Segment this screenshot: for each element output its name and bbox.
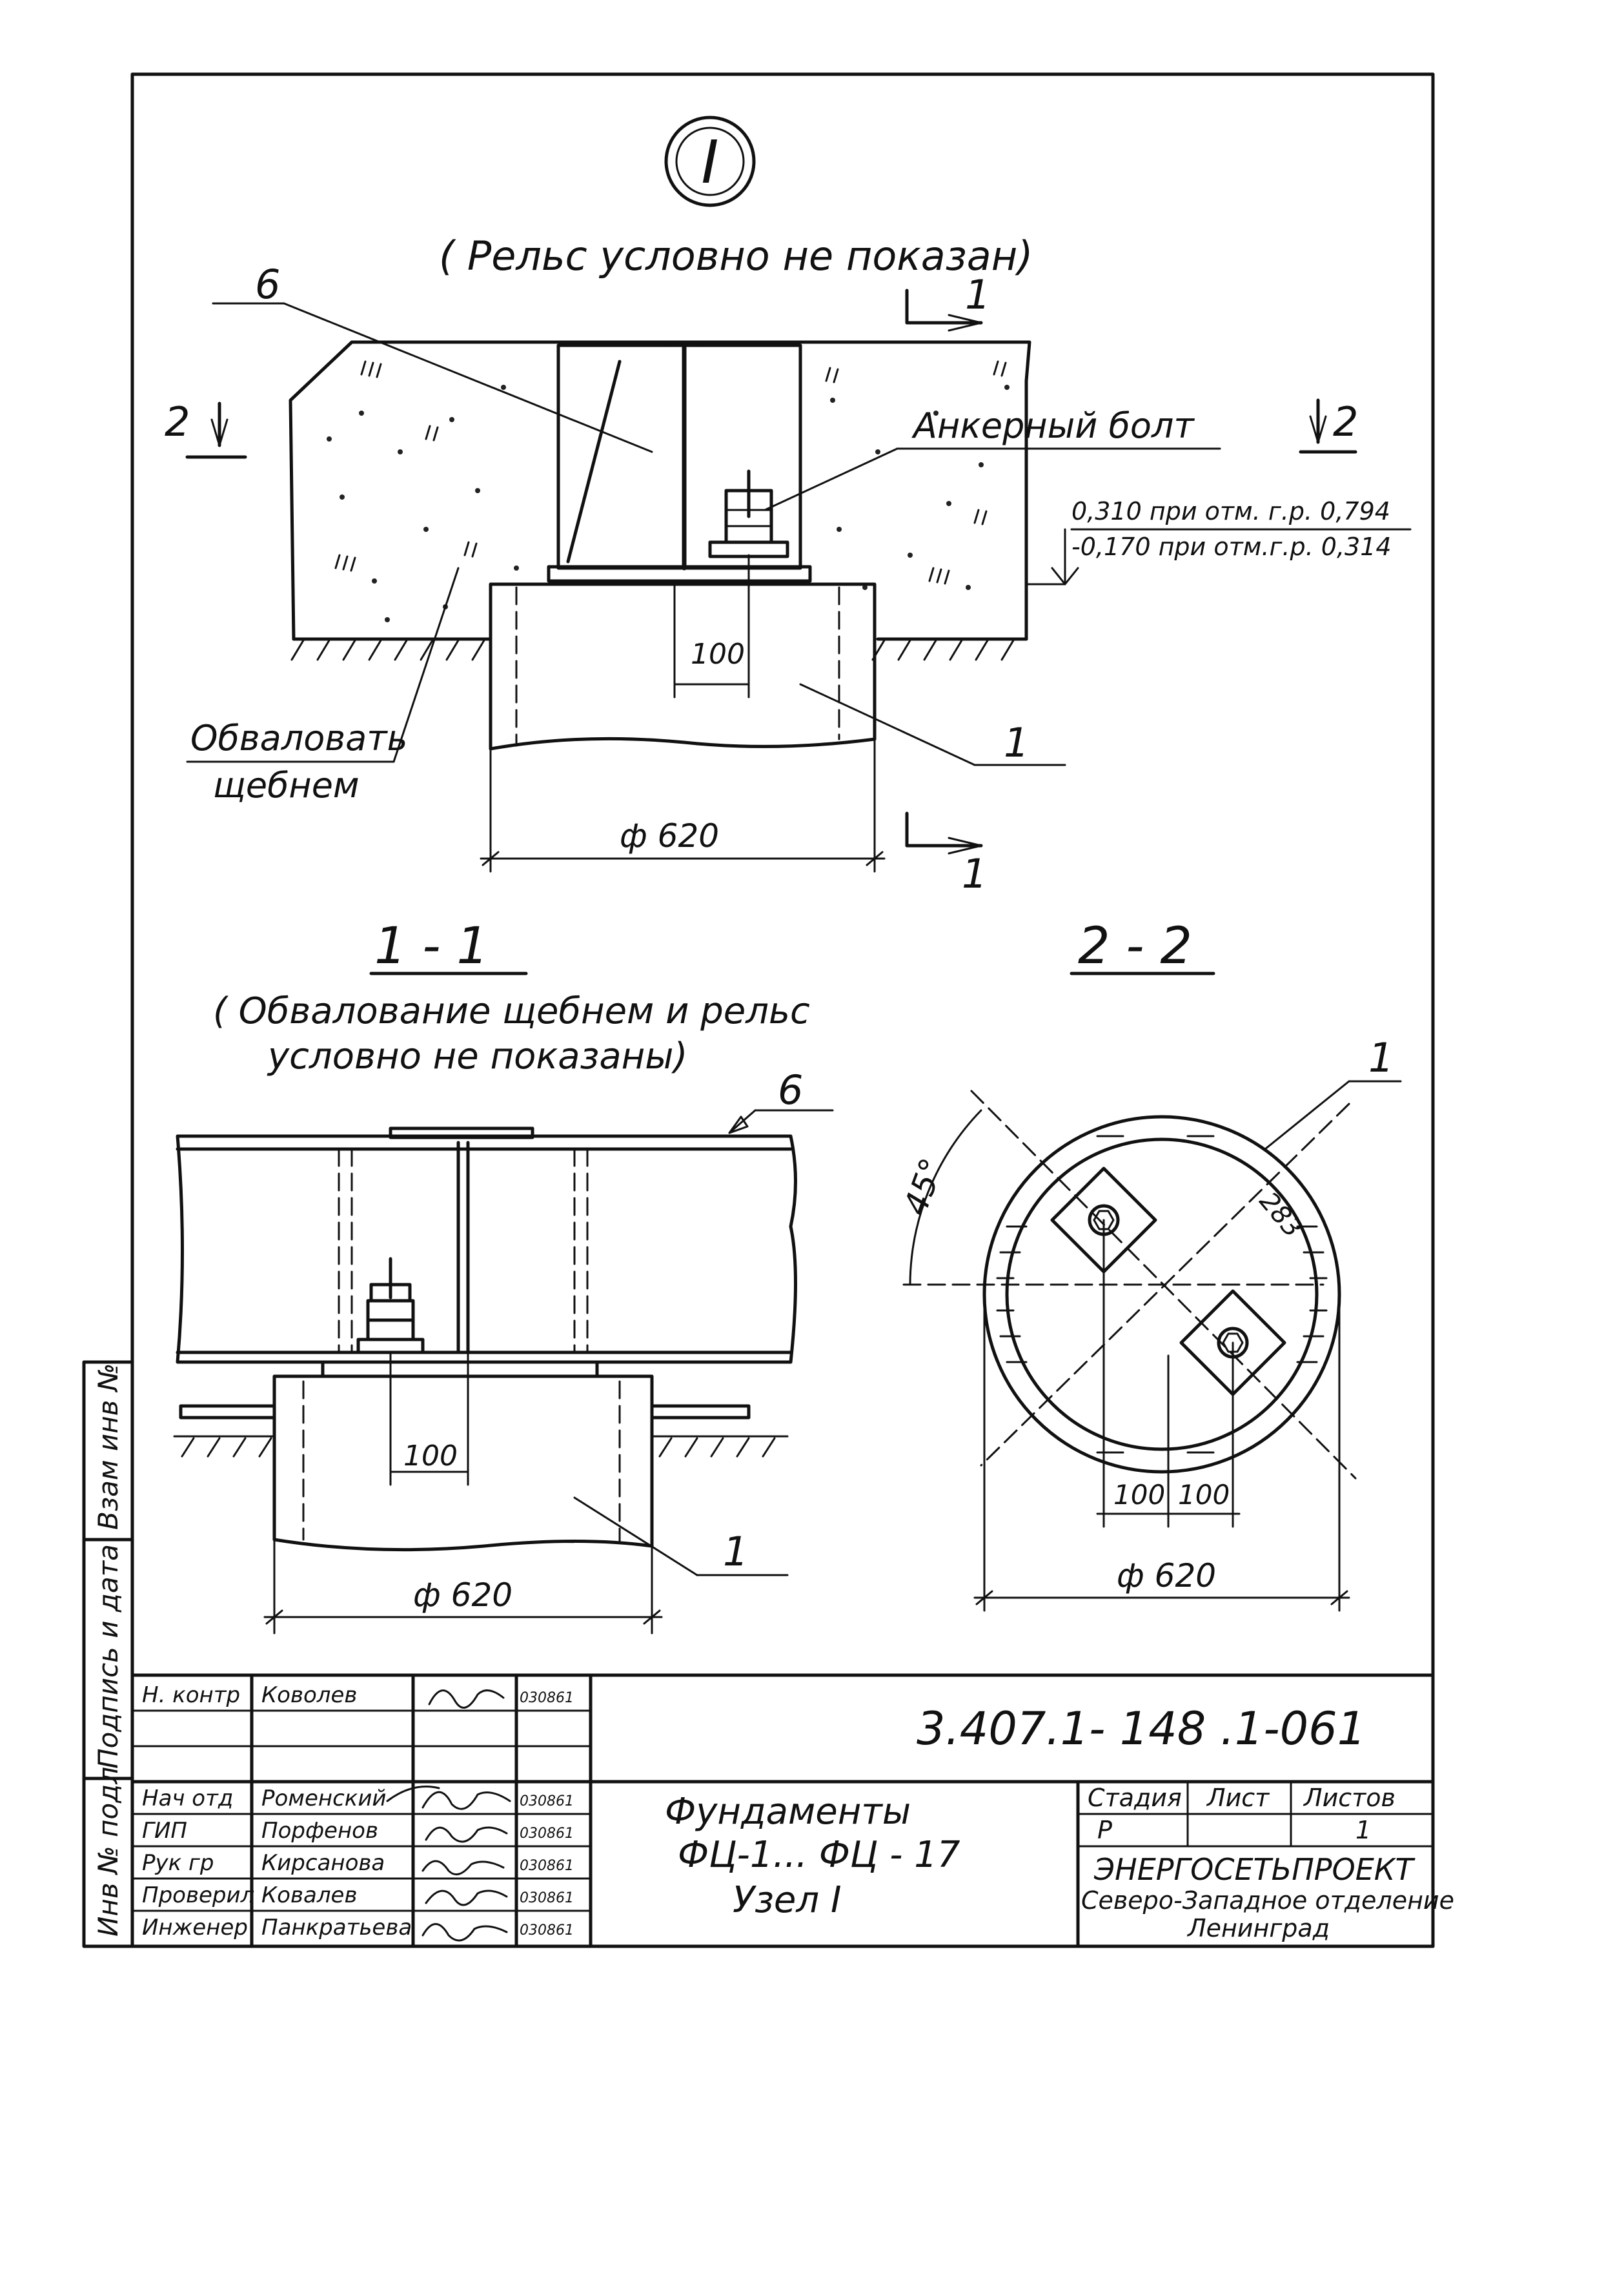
- elevation-1: 0,310 при отм. г.р. 0,794: [1071, 497, 1390, 525]
- row-name: Коволев: [261, 1682, 357, 1708]
- row-role: Проверил: [142, 1882, 254, 1908]
- row-date: 030861: [520, 1826, 574, 1842]
- gravel-embankment-outline: [289, 340, 1031, 641]
- section-1-1-callout-6: 6: [778, 1066, 803, 1114]
- section-1-1-note-line1: ( Обвалование щебнем и рельс: [213, 990, 810, 1032]
- main-view-note: ( Рельс условно не показан): [439, 232, 1033, 280]
- angle-arc: [909, 1109, 982, 1286]
- ground-hatch: [290, 638, 1015, 661]
- row-date: 030861: [520, 1890, 574, 1906]
- side-stamp: Взам инв № Подпись и дата Инв № подл: [82, 1360, 134, 1948]
- section-1-1-anchor-bolt: [356, 1257, 425, 1354]
- section-1-1-ground: [173, 1404, 789, 1458]
- section-2-2-dim-100: 100 100: [1096, 1219, 1241, 1528]
- fill-note-line1: Обваловать: [190, 718, 407, 759]
- section-1-1-dim-100: 100: [389, 1351, 469, 1486]
- title-line-1: Фундаменты: [665, 1791, 911, 1833]
- sheet-header: Лист: [1206, 1784, 1270, 1812]
- svg-text:2: 2: [1333, 398, 1358, 445]
- callout-6-main: 6: [255, 261, 280, 308]
- svg-text:100: 100: [691, 638, 745, 671]
- svg-text:1: 1: [962, 850, 987, 897]
- section-1-1-note-line2: условно не показаны): [267, 1035, 687, 1077]
- dim-100-main: 100: [673, 554, 750, 698]
- pipe-outer-circle: [982, 1115, 1341, 1474]
- side-stamp-cell-2: Подпись и дата: [92, 1544, 124, 1769]
- stage-value: Р: [1097, 1816, 1112, 1844]
- section-1-1-beam: [176, 1126, 797, 1364]
- row-role: Рук гр: [142, 1850, 214, 1876]
- row-role: Нач отд: [142, 1786, 233, 1811]
- section-1-1-title: 1 - 1: [374, 917, 489, 975]
- elevation-marks: 0,310 при отм. г.р. 0,794 -0,170 при отм…: [1025, 497, 1412, 586]
- row-name: Роменский: [261, 1786, 387, 1811]
- section-1-1: 1 - 1 ( Обвалование щебнем и рельс услов…: [173, 917, 834, 1635]
- pipe-inner-circle: [1005, 1137, 1319, 1451]
- stage-header: Стадия: [1088, 1784, 1182, 1812]
- sheets-value: 1: [1355, 1816, 1371, 1844]
- sheets-header: Листов: [1303, 1784, 1396, 1812]
- title-block-rows: Н. контр Коволев 030861 Нач отд Роменски…: [142, 1682, 574, 1940]
- row-name: Порфенов: [261, 1818, 378, 1844]
- anchor-bolt-label: Анкерный болт: [911, 405, 1195, 446]
- title-line-3: Узел I: [733, 1879, 841, 1921]
- row-name: Ковалев: [261, 1882, 358, 1908]
- row-date: 030861: [520, 1858, 574, 1874]
- section-1-1-callout-1: 1: [723, 1528, 748, 1575]
- dim-diameter-main: ф 620: [480, 738, 886, 873]
- detail-mark-label: I: [701, 128, 718, 197]
- document-code: 3.407.1- 148 .1-061: [917, 1702, 1366, 1755]
- section-mark-1-top: 1: [905, 271, 990, 332]
- callout-1-main: 1: [1004, 719, 1029, 766]
- org-line-2: Северо-Западное отделение: [1081, 1886, 1454, 1915]
- section-1-1-foundation-pipe: [272, 1374, 654, 1552]
- section-mark-2-right: 2: [1299, 398, 1358, 454]
- title-line-2: ФЦ-1... ФЦ - 17: [678, 1834, 960, 1876]
- svg-text:ф 620: ф 620: [1117, 1557, 1216, 1594]
- handwritten-signatures: [386, 1689, 511, 1942]
- org-line-1: ЭНЕРГОСЕТЬПРОЕКТ: [1093, 1852, 1416, 1887]
- row-date: 030861: [520, 1922, 574, 1939]
- row-role: Н. контр: [142, 1682, 240, 1708]
- section-2-2-callout-1: 1: [1368, 1034, 1394, 1081]
- section-mark-2-left: 2: [165, 398, 247, 459]
- row-date: 030861: [520, 1690, 574, 1706]
- section-2-2-dim-diameter: ф 620: [973, 1296, 1350, 1612]
- side-stamp-cell-3: Инв № подл: [92, 1767, 124, 1937]
- section-1-1-dim-diameter: ф 620: [263, 1538, 663, 1635]
- org-line-3: Ленинград: [1186, 1914, 1330, 1942]
- svg-text:ф 620: ф 620: [620, 817, 719, 855]
- angle-label: 45°: [897, 1154, 951, 1220]
- section-2-2-title: 2 - 2: [1078, 917, 1192, 975]
- row-name: Кирсанова: [261, 1850, 385, 1876]
- svg-text:100: 100: [1113, 1479, 1165, 1511]
- anchor-bolt: [708, 469, 789, 558]
- gravel-stipple: [327, 360, 1010, 622]
- svg-text:100: 100: [1178, 1479, 1230, 1511]
- row-role: Инженер: [142, 1915, 248, 1940]
- section-2-2: 2 - 2 45° 283 1: [897, 917, 1402, 1612]
- fill-note-line2: щебнем: [213, 765, 360, 806]
- steel-beam-element-6: [547, 343, 812, 583]
- svg-text:1: 1: [965, 271, 990, 318]
- side-stamp-cell-1: Взам инв №: [92, 1363, 124, 1530]
- row-date: 030861: [520, 1793, 574, 1809]
- svg-text:ф 620: ф 620: [413, 1576, 513, 1614]
- detail-mark: I: [664, 116, 756, 207]
- foundation-pipe-element-1: [489, 582, 877, 751]
- main-view: ( Рельс условно не показан): [165, 232, 1412, 897]
- title-block: 3.407.1- 148 .1-061 Фундаменты ФЦ-1... Ф…: [130, 1673, 1454, 1948]
- section-mark-1-bottom: 1: [905, 811, 987, 897]
- row-role: ГИП: [142, 1818, 187, 1844]
- row-name: Панкратьева: [261, 1915, 412, 1940]
- dim-283: 283: [1254, 1186, 1308, 1243]
- elevation-2: -0,170 при отм.г.р. 0,314: [1071, 533, 1392, 561]
- svg-text:100: 100: [403, 1440, 458, 1472]
- pipe-ring-hatch: [996, 1135, 1328, 1454]
- svg-text:2: 2: [165, 398, 190, 445]
